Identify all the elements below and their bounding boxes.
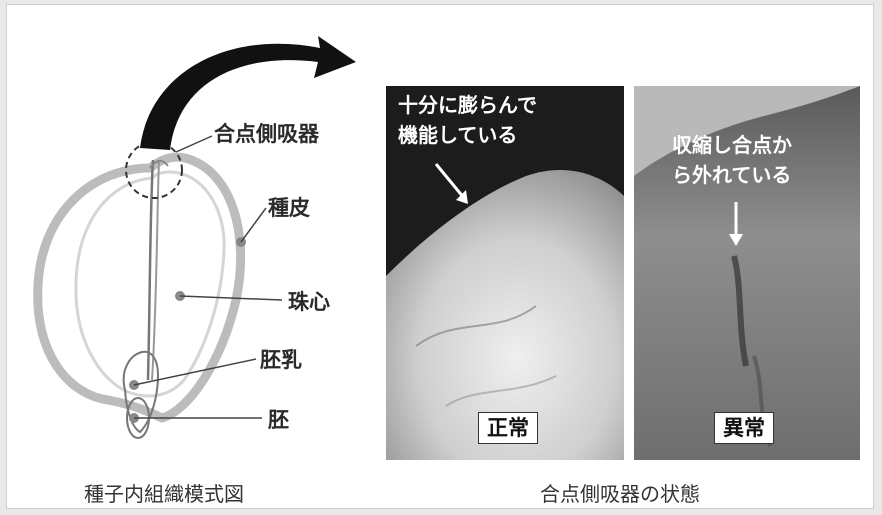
annotation-abnormal-line1: 収縮し合点か: [672, 133, 792, 157]
haustorium-tube: [146, 159, 155, 381]
label-chalazal-haustorium: 合点側吸器: [214, 122, 319, 146]
badge-abnormal: 異常: [714, 412, 774, 444]
diagram-caption: 種子内組織模式図: [84, 482, 244, 506]
badge-normal: 正常: [478, 412, 538, 444]
photo-abnormal: 収縮し合点か ら外れている 異常: [634, 86, 860, 460]
label-nucellus: 珠心: [288, 290, 330, 314]
label-endosperm: 胚乳: [260, 348, 302, 372]
label-embryo: 胚: [268, 408, 289, 432]
photos-caption: 合点側吸器の状態: [540, 482, 700, 506]
curved-arrow: [140, 36, 356, 150]
endosperm-outline: [122, 350, 160, 434]
annotation-normal-line2: 機能している: [398, 123, 518, 147]
annotation-abnormal-line2: ら外れている: [672, 163, 792, 187]
label-seed-coat: 種皮: [268, 196, 310, 220]
photo-normal: 十分に膨らんで 機能している 正常: [386, 86, 624, 460]
nucellus-outline: [74, 170, 226, 398]
annotation-normal-line1: 十分に膨らんで: [398, 93, 537, 117]
